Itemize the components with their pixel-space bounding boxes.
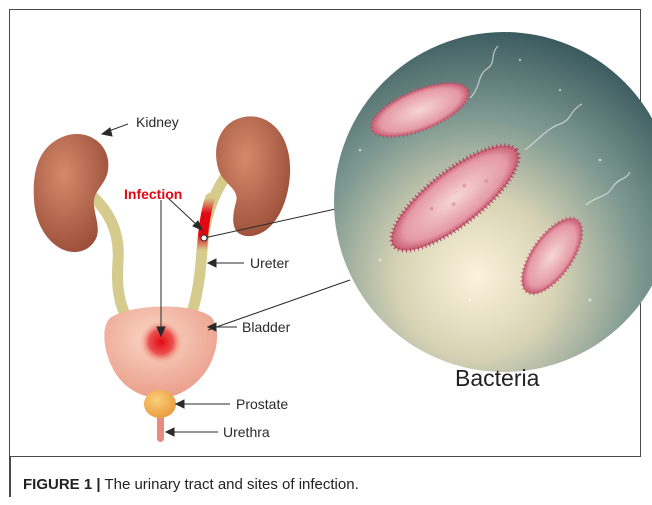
ureter-infection-site (202, 198, 210, 250)
label-ureter: Ureter (250, 256, 289, 270)
prostate (144, 390, 176, 418)
label-infection: Infection (124, 187, 182, 201)
caption-rule (9, 457, 11, 497)
label-urethra: Urethra (223, 425, 270, 439)
caption-text: The urinary tract and sites of infection… (104, 476, 358, 493)
label-bacteria: Bacteria (455, 367, 539, 390)
ureter-left (92, 196, 132, 326)
infection-marker (201, 235, 207, 241)
label-prostate: Prostate (236, 397, 288, 411)
figure-caption: FIGURE 1 | The urinary tract and sites o… (23, 476, 359, 493)
label-kidney: Kidney (136, 115, 179, 129)
kidney-right (216, 116, 290, 236)
bacteria-magnified-view (334, 32, 652, 372)
kidney-left (34, 134, 109, 252)
infection-leader-ureter (168, 198, 198, 226)
caption-figure-label: FIGURE 1 | (23, 476, 101, 493)
label-bladder: Bladder (242, 320, 290, 334)
